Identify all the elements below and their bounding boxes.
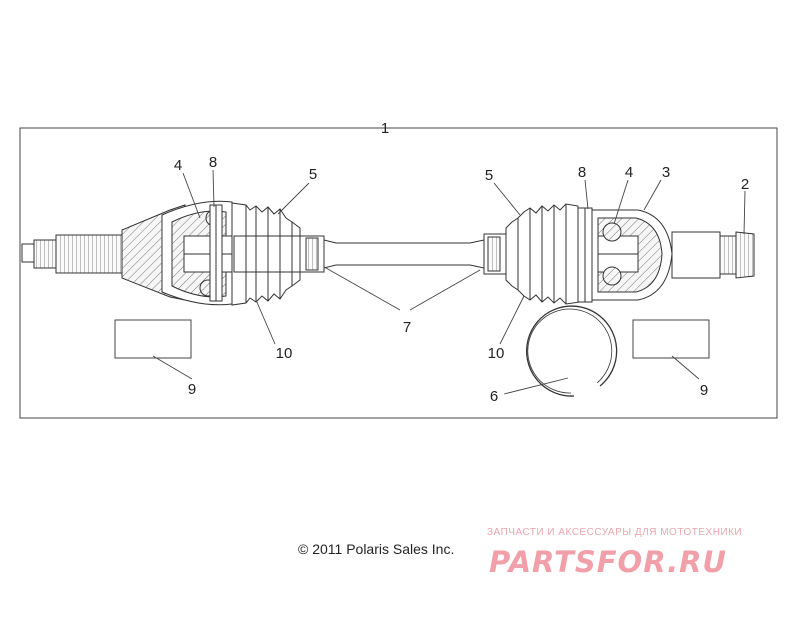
right-axle-end (577, 207, 755, 303)
callout-labels: 1 4 8 5 7 10 9 5 8 4 3 2 10 6 9 (174, 120, 749, 405)
assembly-frame (19, 127, 778, 419)
snap-ring (526, 305, 618, 397)
label-shaft-end: 2 (741, 176, 749, 193)
kit-box-left (114, 319, 192, 359)
right-boot (505, 203, 581, 305)
label-clamp-right: 10 (488, 345, 505, 362)
left-axle-end (21, 200, 233, 306)
center-shaft (299, 233, 507, 275)
label-bearing-left: 4 (174, 157, 182, 174)
label-band-left: 8 (209, 154, 217, 171)
leader-lines (152, 169, 746, 395)
label-assembly: 1 (381, 120, 389, 137)
label-band-right: 8 (578, 164, 586, 181)
watermark-tagline: ЗАПЧАСТИ И АКСЕССУАРЫ ДЛЯ МОТОТЕХНИКИ (487, 527, 743, 538)
label-bearing-right: 4 (625, 164, 633, 181)
left-boot (231, 202, 301, 306)
copyright-text: © 2011 Polaris Sales Inc. (298, 541, 455, 557)
label-boot-left: 5 (309, 166, 317, 183)
label-boot-right: 5 (485, 167, 493, 184)
kit-box-right (632, 319, 710, 359)
label-clamp-left: 10 (276, 345, 293, 362)
label-clamps: 7 (403, 319, 411, 336)
label-snap-ring: 6 (490, 388, 498, 405)
label-outer-housing: 3 (662, 164, 670, 181)
label-kit-left: 9 (188, 381, 196, 398)
label-kit-right: 9 (700, 382, 708, 399)
watermark-logo: PARTSFOR.RU (489, 545, 727, 579)
